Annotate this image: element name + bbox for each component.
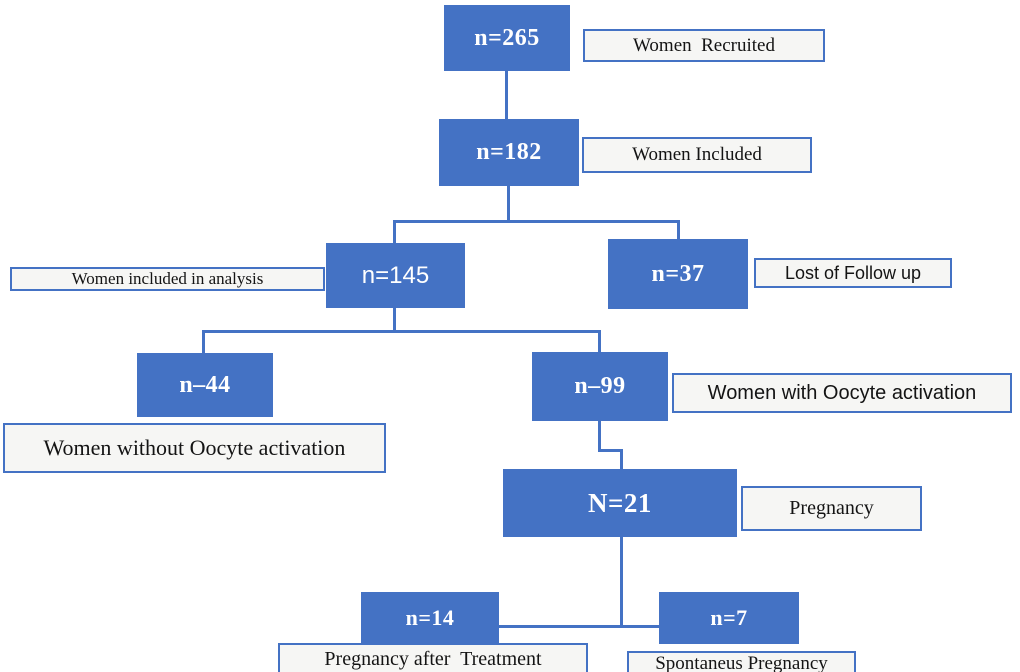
connector-line <box>202 330 601 333</box>
connector-line <box>499 625 660 628</box>
label-women-included-in-analysis: Women included in analysis <box>10 267 325 291</box>
connector-line <box>202 330 205 355</box>
node-without-oocyte-activation-count: n–44 <box>137 353 273 417</box>
label-women-recruited: Women Recruited <box>583 29 825 62</box>
node-with-oocyte-activation-count: n–99 <box>532 352 668 421</box>
label-women-included: Women Included <box>582 137 812 173</box>
connector-line <box>620 449 623 471</box>
node-lost-follow-up-count: n=37 <box>608 239 748 309</box>
connector-line <box>393 306 396 332</box>
label-lost-of-follow-up: Lost of Follow up <box>754 258 952 288</box>
connector-line <box>393 220 680 223</box>
connector-line <box>620 537 623 628</box>
connector-line <box>505 71 508 119</box>
connector-line <box>507 186 510 222</box>
label-women-with-oocyte-activation: Women with Oocyte activation <box>672 373 1012 413</box>
node-included-in-analysis-count: n=145 <box>326 243 465 308</box>
connector-line <box>393 220 396 245</box>
label-pregnancy-after-treatment: Pregnancy after Treatment <box>278 643 588 672</box>
label-pregnancy: Pregnancy <box>741 486 922 531</box>
node-women-included-count: n=182 <box>439 119 579 186</box>
connector-line <box>677 220 680 241</box>
node-pregnancy-after-treatment-count: n=14 <box>361 592 499 644</box>
connector-line <box>598 330 601 354</box>
node-spontaneous-pregnancy-count: n=7 <box>659 592 799 644</box>
label-women-without-oocyte-activation: Women without Oocyte activation <box>3 423 386 473</box>
connector-line <box>598 419 601 452</box>
node-pregnancy-count: N=21 <box>503 469 737 537</box>
label-spontaneous-pregnancy: Spontaneus Pregnancy <box>627 651 856 672</box>
node-women-recruited-count: n=265 <box>444 5 570 71</box>
connector-line <box>598 449 623 452</box>
